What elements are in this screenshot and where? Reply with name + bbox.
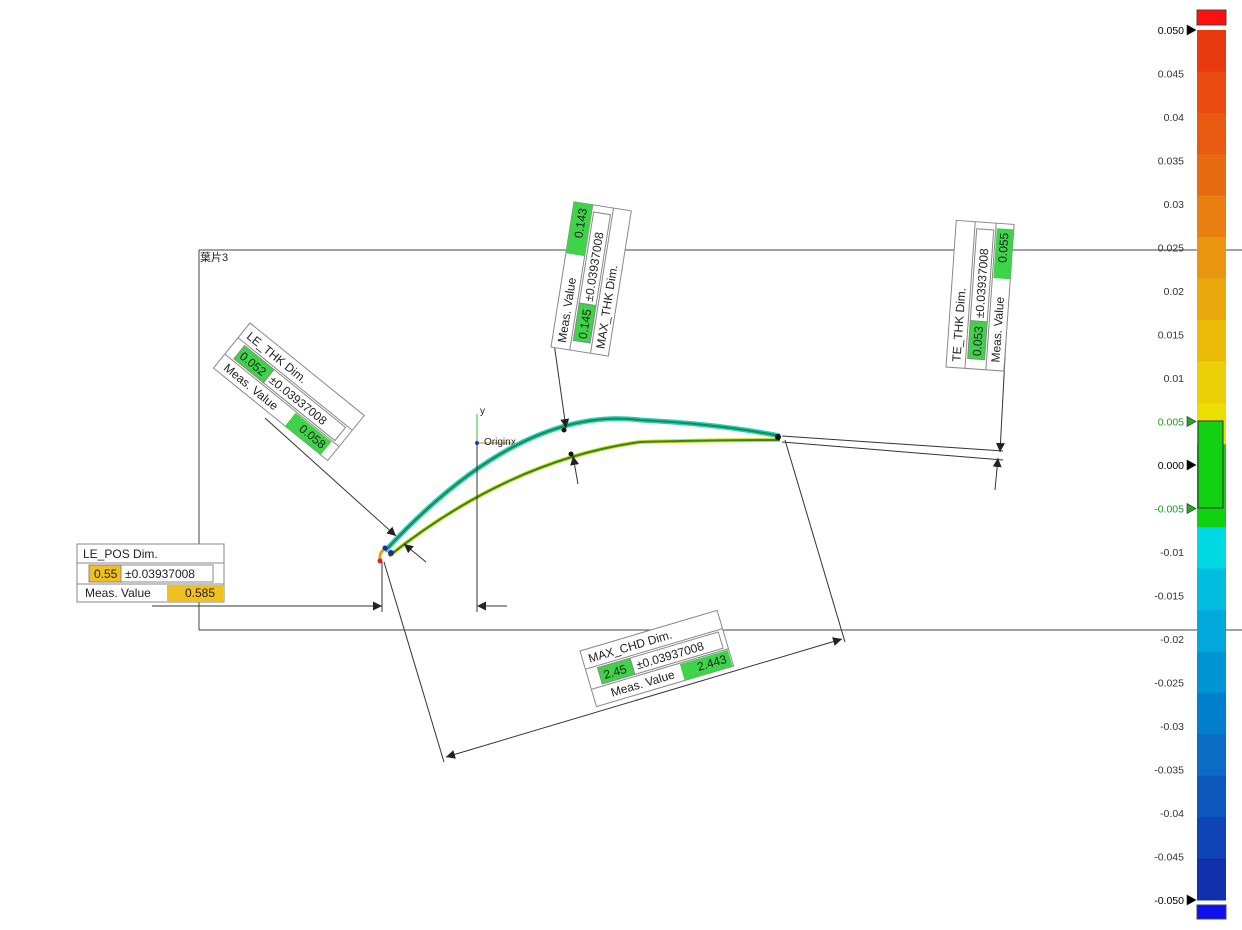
scale-over-swatch bbox=[1196, 9, 1227, 26]
scale-label: 0.025 bbox=[1158, 243, 1184, 255]
scale-label: -0.050 bbox=[1154, 895, 1184, 907]
origin-marker: y Origin x bbox=[475, 406, 516, 448]
callout-max-thk[interactable]: Meas. Value 0.143 0.145 ±0.03937008 MAX_… bbox=[550, 201, 632, 357]
callout-le-pos[interactable]: LE_POS Dim. 0.55 ±0.03937008 Meas. Value… bbox=[76, 543, 225, 603]
scale-band bbox=[1197, 610, 1226, 652]
callout-te-thk-meas-value: 0.055 bbox=[995, 232, 1011, 263]
callout-le-pos-title: LE_POS Dim. bbox=[83, 547, 158, 561]
callout-te-thk-tolerance: ±0.03937008 bbox=[973, 248, 992, 319]
callout-le-pos-tolerance: ±0.03937008 bbox=[125, 567, 195, 581]
callout-le-pos-nominal: 0.55 bbox=[94, 567, 118, 581]
scale-label: 0.005 bbox=[1158, 417, 1184, 429]
callout-max-chd[interactable]: MAX_CHD Dim. 2.45 ±0.03937008 Meas. Valu… bbox=[579, 609, 735, 708]
callout-te-thk-meas-label: Meas. Value bbox=[988, 296, 1007, 363]
scale-tolerance-band bbox=[1197, 420, 1224, 509]
scale-label: 0.02 bbox=[1164, 286, 1185, 298]
callout-le-pos-meas-label: Meas. Value bbox=[85, 586, 151, 600]
scale-label: 0.000 bbox=[1158, 460, 1184, 472]
blade-profile bbox=[377, 416, 781, 564]
scale-label: -0.03 bbox=[1160, 721, 1184, 733]
callout-max-thk-nominal: 0.145 bbox=[576, 308, 595, 340]
scale-band bbox=[1197, 278, 1226, 321]
scale-band bbox=[1197, 858, 1226, 901]
scale-under-swatch bbox=[1196, 904, 1227, 920]
callout-te-thk-nominal: 0.053 bbox=[970, 325, 986, 356]
scale-band bbox=[1197, 237, 1226, 280]
scale-band bbox=[1197, 195, 1226, 238]
section-label: 葉片3 bbox=[200, 250, 228, 264]
callout-max-thk-meas-value: 0.143 bbox=[571, 207, 590, 239]
scale-band bbox=[1197, 568, 1226, 611]
scale-band bbox=[1197, 320, 1226, 362]
scale-marker-icon bbox=[1186, 24, 1197, 36]
scale-label: -0.035 bbox=[1154, 765, 1184, 777]
scale-band bbox=[1197, 692, 1226, 735]
scale-label: 0.04 bbox=[1164, 112, 1185, 124]
scale-marker-icon bbox=[1186, 459, 1197, 471]
scale-label: -0.04 bbox=[1160, 808, 1184, 820]
dimension-callouts: LE_POS Dim. 0.55 ±0.03937008 Meas. Value… bbox=[76, 201, 1015, 708]
origin-x-axis-label: x bbox=[511, 437, 516, 448]
callout-te-thk[interactable]: TE_THK Dim. 0.053 ±0.03937008 Meas. Valu… bbox=[945, 219, 1015, 372]
scale-label: 0.045 bbox=[1158, 69, 1184, 81]
dimension-lines bbox=[152, 299, 1009, 763]
origin-label: Origin bbox=[484, 437, 511, 448]
scale-band bbox=[1197, 651, 1226, 694]
scale-band bbox=[1197, 112, 1226, 155]
scale-labels: 0.050 0.045 0.04 0.035 0.03 0.025 0.02 0.015 0.0… bbox=[1154, 25, 1184, 907]
scale-label: -0.005 bbox=[1154, 504, 1184, 516]
scale-band bbox=[1197, 30, 1226, 72]
scale-band bbox=[1197, 527, 1226, 570]
scale-band bbox=[1197, 734, 1226, 777]
scale-markers bbox=[1186, 24, 1197, 906]
scale-label: 0.03 bbox=[1164, 199, 1185, 211]
scale-marker-icon bbox=[1186, 502, 1197, 515]
scale-band bbox=[1197, 154, 1226, 197]
callout-te-thk-title: TE_THK Dim. bbox=[949, 287, 968, 362]
scale-label: 0.050 bbox=[1158, 25, 1184, 37]
callout-max-chd-nominal: 2.45 bbox=[602, 662, 629, 682]
scale-label: -0.01 bbox=[1160, 547, 1184, 559]
deviation-color-scale: 0.050 0.045 0.04 0.035 0.03 0.025 0.02 0.015 0.0… bbox=[1154, 9, 1227, 920]
scale-band bbox=[1197, 775, 1226, 818]
callout-le-pos-meas-value: 0.585 bbox=[185, 586, 215, 600]
scale-band bbox=[1197, 361, 1226, 404]
scale-label: -0.02 bbox=[1160, 634, 1184, 646]
scale-marker-icon bbox=[1186, 415, 1197, 428]
scale-band bbox=[1197, 817, 1226, 860]
scale-label: 0.015 bbox=[1158, 330, 1184, 342]
origin-y-axis-label: y bbox=[480, 406, 485, 417]
scale-label: -0.025 bbox=[1154, 678, 1184, 690]
scale-label: 0.01 bbox=[1164, 373, 1185, 385]
scale-label: 0.035 bbox=[1158, 156, 1184, 168]
scale-marker-icon bbox=[1186, 894, 1197, 906]
scale-label: -0.015 bbox=[1154, 591, 1184, 603]
scale-band bbox=[1197, 71, 1226, 114]
scale-label: -0.045 bbox=[1154, 852, 1184, 864]
